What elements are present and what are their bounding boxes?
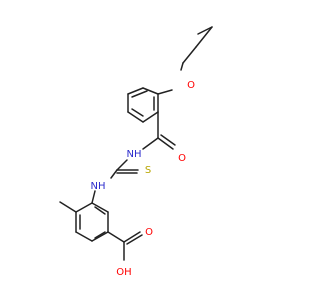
bond-butyl-4 xyxy=(180,62,184,71)
bond-ring2-c xyxy=(75,231,93,242)
bond-ring1-inner-2 xyxy=(131,108,144,117)
bond-ring1-a xyxy=(157,89,173,95)
bond-butyl-2 xyxy=(195,26,213,48)
amide-nh-label: NH xyxy=(127,149,142,160)
bond-ring2-a xyxy=(75,202,93,213)
bond-c-to-nh xyxy=(110,169,118,179)
bond-carbonyl-double xyxy=(160,134,176,146)
bond-butyl-3 xyxy=(182,46,197,64)
sulfur-label: S xyxy=(145,165,151,176)
bond-ring2-d xyxy=(91,231,109,242)
bond-nh-to-c xyxy=(116,159,128,171)
bond-lines xyxy=(59,26,213,261)
bond-nh-to-ring2 xyxy=(91,190,96,204)
bond-ring1-e xyxy=(127,111,144,123)
bond-carbonyl-to-o xyxy=(157,137,174,150)
bond-ring2-f xyxy=(91,202,109,213)
bond-ring1-b xyxy=(142,87,159,95)
bond-ring2-to-acid xyxy=(107,231,125,243)
bond-ring1-c xyxy=(127,87,144,95)
bond-ring2-inner-2 xyxy=(94,231,106,239)
bond-methyl xyxy=(59,201,77,213)
carboxyl-oxygen-label: O xyxy=(145,227,153,238)
bond-acid-to-o xyxy=(123,231,141,243)
bond-acid-double xyxy=(126,234,143,245)
atom-labels: O O NH S NH O OH xyxy=(91,80,196,278)
bond-ring1-f xyxy=(142,111,159,123)
hydroxyl-label: OH xyxy=(116,267,131,278)
bond-carbonyl-to-nh xyxy=(142,137,159,150)
carbonyl-oxygen-label: O xyxy=(178,153,186,164)
molecule-structure: O O NH S NH O OH xyxy=(59,26,213,278)
bond-butyl-1 xyxy=(197,26,213,35)
bond-ring2-inner-3 xyxy=(94,206,106,215)
bond-ring1-inner-1 xyxy=(131,90,148,98)
ether-oxygen-label: O xyxy=(187,80,195,91)
thioamide-nh-label: NH xyxy=(91,181,106,192)
